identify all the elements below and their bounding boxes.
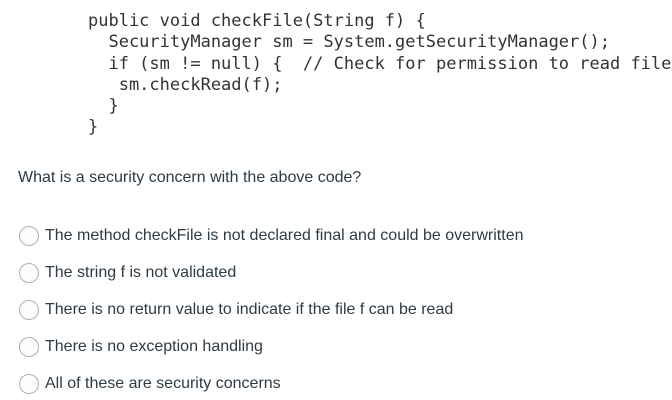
option-label: The method checkFile is not declared fin… <box>45 226 524 244</box>
option-label: The string f is not validated <box>45 263 237 281</box>
options-list: The method checkFile is not declared fin… <box>19 217 672 400</box>
option-label: There is no exception handling <box>45 337 263 355</box>
code-block: public void checkFile(String f) { Securi… <box>88 11 672 138</box>
option-row-3[interactable]: There is no return value to indicate if … <box>19 291 672 328</box>
option-row-4[interactable]: There is no exception handling <box>19 328 672 365</box>
option-row-1[interactable]: The method checkFile is not declared fin… <box>19 217 672 254</box>
option-label: There is no return value to indicate if … <box>45 300 454 318</box>
radio-button-icon[interactable] <box>19 262 39 283</box>
radio-button-icon[interactable] <box>19 373 39 394</box>
radio-button-icon[interactable] <box>19 225 39 246</box>
radio-button-icon[interactable] <box>19 299 39 320</box>
option-label: All of these are security concerns <box>45 374 281 392</box>
option-row-2[interactable]: The string f is not validated <box>19 254 672 291</box>
radio-button-icon[interactable] <box>19 336 39 357</box>
question-text: What is a security concern with the abov… <box>18 169 362 186</box>
option-row-5[interactable]: All of these are security concerns <box>19 365 672 400</box>
